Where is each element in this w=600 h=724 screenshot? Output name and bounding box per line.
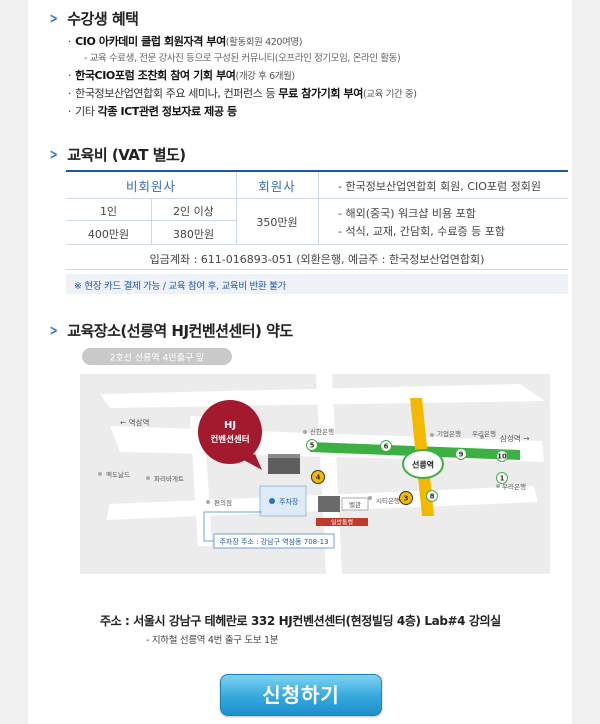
label-citi: 시티은행 xyxy=(376,496,400,505)
exit-number: 5 xyxy=(310,442,315,450)
label-mcdonalds: 맥도날드 xyxy=(106,470,130,479)
label-woori-top: 우리은행 xyxy=(472,429,496,438)
chevron-right-icon: > xyxy=(49,146,58,163)
venue-marker xyxy=(198,400,262,464)
benefit-item: ·한국CIO포럼 조찬회 참여 기회 부여(개강 후 6개월) xyxy=(68,69,295,82)
dir-right-label: 삼성역 → xyxy=(500,433,529,443)
parking-area xyxy=(259,485,307,517)
exit-number: 8 xyxy=(430,493,435,501)
apply-button[interactable]: 신청하기 xyxy=(220,674,382,716)
exit-badge-bg xyxy=(82,348,232,365)
nonmember-col2-label: 2인 이상 xyxy=(173,205,214,218)
address: 주소 : 서울시 강남구 테헤란로 332 HJ컨벤션센터(현정빌딩 4층) L… xyxy=(100,614,501,628)
page: > 수강생 혜택 ·CIO 아카데미 클럽 회원자격 부여(활동회원 420여명… xyxy=(28,0,572,724)
table-top-border xyxy=(66,170,568,172)
fee-title: > 교육비 (VAT 별도) xyxy=(49,146,186,164)
payment-note: ※ 현장 카드 결제 가능 / 교육 참여 후, 교육비 반환 불가 xyxy=(66,274,568,294)
exit-number: 10 xyxy=(497,453,507,461)
exit-number: 9 xyxy=(459,451,464,459)
nonmember-col1-price: 400만원 xyxy=(87,228,130,241)
exit-badge: 2호선 선릉역 4번출구 앞 xyxy=(110,352,205,364)
label-paris: 파리바게트 xyxy=(154,474,184,483)
parking-label: 주차장 xyxy=(279,497,299,506)
benefit-item: ·기타 각종 ICT관련 정보자료 제공 등 xyxy=(68,105,237,118)
venue-label-line1: HJ xyxy=(224,420,236,431)
address-sub: - 지하철 선릉역 4번 출구 도보 1분 xyxy=(146,635,279,646)
label-conv: 편의점 xyxy=(214,498,232,507)
chevron-right-icon: > xyxy=(49,322,58,339)
nonmember-col1-label: 1인 xyxy=(99,205,118,218)
label-ibk: 기업은행 xyxy=(437,429,461,438)
benefit-item: ·CIO 아카데미 클럽 회원자격 부여(활동회원 420여명) xyxy=(68,35,303,48)
account-info: 입금계좌 : 611-016893-051 (외환은행, 예금주 : 한국정보산… xyxy=(149,253,485,266)
venue-building xyxy=(268,458,300,474)
one-way-sign xyxy=(316,518,368,526)
one-way-label: 일방통행 xyxy=(331,519,353,527)
include-item: - 해외(중국) 워크샵 비용 포함 xyxy=(338,207,476,220)
location-map: 2호선 선릉역 4번출구 앞 선릉역 ← 역삼역 삼성역 → HJ 컨벤션센터 xyxy=(80,348,550,574)
location-title: > 교육장소(선릉역 HJ컨벤션센터) 약도 xyxy=(49,322,294,340)
label-woori-right: 우리은행 xyxy=(502,482,526,491)
member-price: 350만원 xyxy=(256,216,298,229)
header-member: 회원사 xyxy=(258,179,296,194)
chevron-right-icon: > xyxy=(49,10,58,27)
exit-number: 4 xyxy=(316,474,321,482)
exit-number: 1 xyxy=(500,475,505,483)
nonmember-col2-price: 380만원 xyxy=(172,228,215,241)
label-shinhan: 신한은행 xyxy=(310,427,334,436)
include-item: - 석식, 교재, 간담회, 수료증 등 포함 xyxy=(338,225,505,238)
fee-table: 비회원사 회원사 - 한국정보산업연합회 회원, CIO포럼 정회원 1인 2인… xyxy=(66,170,568,270)
bell-label: 벨관 xyxy=(349,500,361,509)
venue-label-line2: 컨벤션센터 xyxy=(210,434,249,445)
benefit-subitem: - 교육 수료생, 전문 강사진 등으로 구성된 커뮤니티(오프라인 정기모임,… xyxy=(84,53,401,64)
parking-address: 주차장 주소 : 강남구 역삼동 708-13 xyxy=(219,537,328,546)
exit-number: 6 xyxy=(384,443,389,451)
station-label: 선릉역 xyxy=(412,460,434,470)
station-marker xyxy=(402,449,444,479)
dir-left-label: ← 역삼역 xyxy=(120,417,149,427)
header-nonmember: 비회원사 xyxy=(125,179,176,194)
exit-number: 3 xyxy=(404,495,409,503)
member-desc: - 한국정보산업연합회 회원, CIO포럼 정회원 xyxy=(338,180,541,193)
benefit-item: ·한국정보산업연합회 주요 세미나, 컨퍼런스 등 무료 참가기회 부여(교육 … xyxy=(68,87,417,100)
benefits-title: > 수강생 혜택 xyxy=(49,10,139,28)
